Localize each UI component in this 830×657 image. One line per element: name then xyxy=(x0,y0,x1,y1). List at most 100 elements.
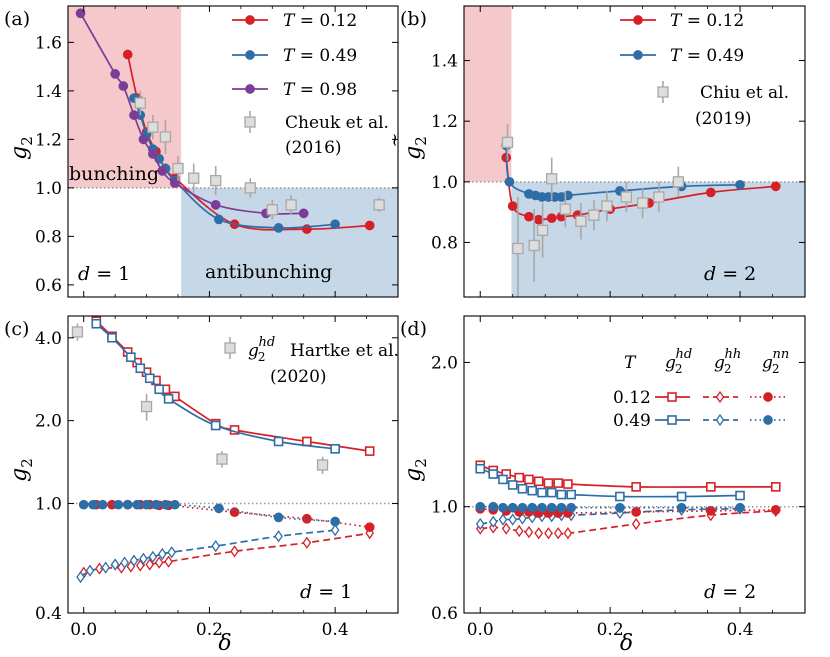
data-point xyxy=(507,201,518,211)
data-point xyxy=(533,476,544,487)
legend-b-exp-year: (2019) xyxy=(695,109,752,129)
data-point xyxy=(110,558,120,571)
data-point xyxy=(113,499,124,510)
data-point xyxy=(118,81,129,91)
legend-c-g-var: g xyxy=(248,341,259,361)
series-5 xyxy=(475,501,745,513)
annotation-d2-b: d = 2 xyxy=(704,263,756,285)
legend-a-exp-text: Cheuk et al. xyxy=(285,113,389,133)
legend-b-blue-T: T xyxy=(670,46,683,66)
data-point xyxy=(544,527,553,540)
data-point xyxy=(129,554,139,567)
panel-a: 0.60.81.01.21.41.6 xyxy=(35,5,399,298)
legend-a-exp-year: (2016) xyxy=(285,138,342,158)
data-point xyxy=(134,97,146,109)
y-axis-label-c: g2 xyxy=(7,458,36,482)
data-point xyxy=(631,482,641,492)
data-point xyxy=(364,522,375,533)
data-point xyxy=(498,502,508,513)
data-point xyxy=(88,499,98,510)
legend-d-hh-marker xyxy=(715,390,725,404)
data-point xyxy=(475,517,485,531)
data-point xyxy=(524,211,534,222)
series-2 xyxy=(79,527,375,579)
legend-c-g-sup: hd xyxy=(259,335,276,350)
data-point xyxy=(273,436,284,447)
data-point xyxy=(273,512,284,523)
data-point xyxy=(364,446,375,456)
annotation-d1-a: d = 1 xyxy=(78,263,130,285)
data-point xyxy=(229,507,240,518)
legend-d-header-sup: hd xyxy=(676,347,693,362)
bunching-region xyxy=(68,6,182,188)
data-point xyxy=(546,213,557,224)
legend-b-red-T: T xyxy=(670,11,683,31)
series-3 xyxy=(134,90,385,220)
data-point xyxy=(154,384,164,395)
data-point xyxy=(533,214,544,225)
data-point xyxy=(151,499,161,510)
x-tick-label: 0.4 xyxy=(727,620,754,640)
data-point xyxy=(85,564,95,577)
legend-b-blue-marker xyxy=(633,50,643,60)
y-axis-label-d-sub: 2 xyxy=(412,458,430,468)
data-point xyxy=(563,527,573,540)
series-line xyxy=(133,97,336,229)
data-point xyxy=(273,223,284,233)
legend-b-red-val: = 0.12 xyxy=(681,11,744,31)
panel-label-d: (d) xyxy=(400,318,427,340)
series-3 xyxy=(76,524,340,584)
legend-d-T: T xyxy=(624,353,637,373)
annotation-d2-d-var: d xyxy=(704,581,716,603)
data-point xyxy=(78,499,89,510)
data-point xyxy=(501,522,511,535)
y-tick-label: 0.4 xyxy=(35,604,62,624)
data-point xyxy=(373,199,385,211)
data-point xyxy=(148,550,158,563)
data-point xyxy=(364,220,375,231)
data-point xyxy=(139,552,148,565)
data-point xyxy=(210,420,221,431)
legend-b-red-text: T = 0.12 xyxy=(670,11,744,31)
legend-a-exp-marker xyxy=(244,116,256,128)
legend-d-header-g: g xyxy=(714,353,725,373)
data-point xyxy=(330,444,340,454)
data-point xyxy=(160,499,171,510)
data-point xyxy=(512,242,524,255)
annotation-d1-c: d = 1 xyxy=(300,581,352,603)
legend-a-red-T: T xyxy=(283,11,296,31)
data-point xyxy=(556,502,567,513)
y-tick-label: 1.0 xyxy=(431,498,458,518)
data-point xyxy=(553,527,563,540)
data-point xyxy=(504,176,515,187)
data-point xyxy=(546,173,558,185)
data-point xyxy=(170,499,180,510)
data-point xyxy=(71,326,84,338)
plot-area-c xyxy=(68,316,398,584)
legend-b-exp-marker xyxy=(657,86,669,98)
series-2 xyxy=(75,8,309,219)
y-tick-label: 1.4 xyxy=(35,82,62,102)
data-point xyxy=(154,556,164,569)
x-axis-label: δ xyxy=(620,631,633,656)
data-point xyxy=(653,191,665,203)
axes-frame xyxy=(67,315,399,614)
annotation-antibunching: antibunching xyxy=(205,261,332,283)
y-axis-label-c-sub: 2 xyxy=(18,458,36,468)
data-point xyxy=(147,121,159,133)
legend-c-exp-marker xyxy=(224,342,236,354)
y-tick-label: 1.0 xyxy=(431,173,458,193)
data-point xyxy=(475,501,486,512)
data-point xyxy=(164,555,173,568)
data-point xyxy=(514,472,525,483)
legend-d-header-sub: 2 xyxy=(675,362,683,376)
legend-c-exp-year: (2020) xyxy=(270,367,327,387)
y-tick-label: 4.0 xyxy=(35,329,62,349)
data-point xyxy=(706,482,716,492)
data-point xyxy=(615,502,625,513)
legend-a-purple-text: T = 0.98 xyxy=(283,80,357,100)
legend-d-header-sup: hh xyxy=(725,347,742,362)
data-point xyxy=(138,134,149,145)
